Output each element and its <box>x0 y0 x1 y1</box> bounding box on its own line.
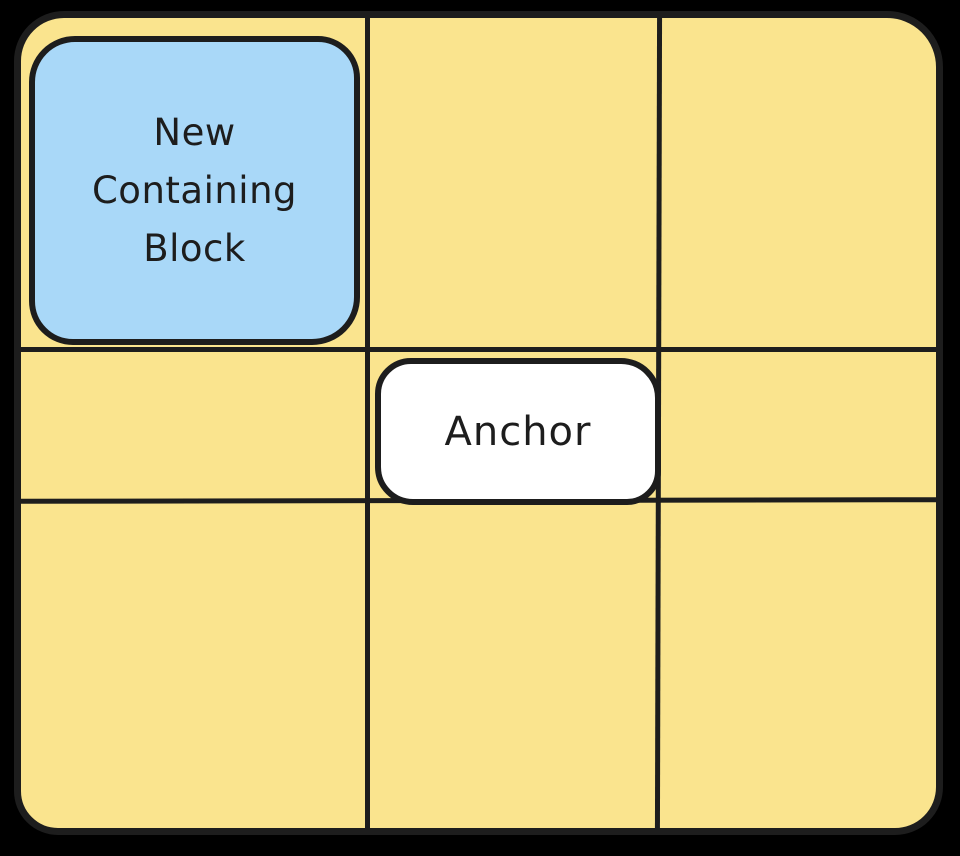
grid-lines <box>21 18 936 828</box>
containing-grid: New Containing Block Anchor <box>14 11 943 835</box>
anchor-box: Anchor <box>375 358 661 505</box>
grid-line-horizontal-1 <box>21 347 936 352</box>
grid-line-vertical-1 <box>365 18 370 828</box>
anchor-label: Anchor <box>444 408 592 455</box>
new-containing-block-box: New Containing Block <box>29 36 360 345</box>
new-containing-block-label: New Containing Block <box>91 110 298 270</box>
